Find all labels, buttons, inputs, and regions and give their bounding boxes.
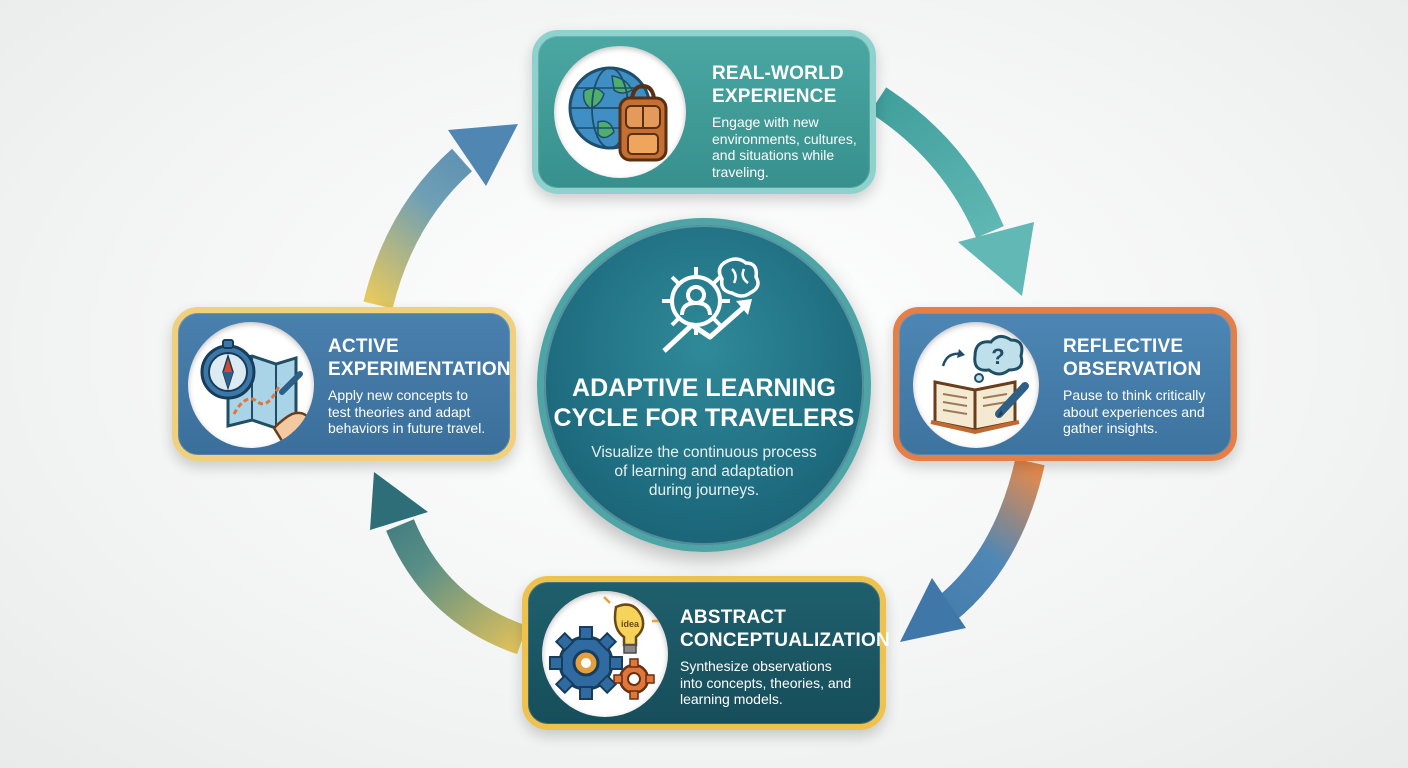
stage-card-reflective-observation: ? REFLECTIVE OBSERVATION Pause to think … [893, 307, 1237, 461]
icon-circle [188, 322, 314, 448]
arrow-head-1 [958, 222, 1034, 296]
diagram-description: Visualize the continuous process of lear… [591, 444, 817, 499]
compass-map-icon [200, 339, 314, 448]
arrow-active-to-real [363, 148, 473, 309]
stage-card-active-experimentation: ACTIVE EXPERIMENTATION Apply new concept… [172, 307, 516, 461]
arrow-head-2 [900, 578, 966, 642]
icon-circle: idea [542, 591, 668, 717]
stage-description: Pause to think critically about experien… [1063, 387, 1206, 436]
stage-title: REFLECTIVE OBSERVATION [1063, 336, 1202, 380]
arrow-head-4 [448, 124, 518, 186]
center-hub: ADAPTIVE LEARNING CYCLE FOR TRAVELERS Vi… [537, 218, 871, 552]
stage-title: ACTIVE EXPERIMENTATION [328, 336, 511, 380]
journal-thought-icon: ? [930, 335, 1029, 435]
stage-card-abstract-conceptualization: idea ABSTRACT CONCEPTUALIZATION Synthesi… [522, 576, 890, 730]
globe-backpack-icon [568, 66, 668, 162]
gear-brain-growth-icon [662, 257, 760, 353]
icon-circle [554, 46, 686, 178]
idea-label: idea [621, 619, 640, 629]
icon-circle: ? [913, 322, 1039, 448]
stage-card-real-world-experience: REAL-WORLD EXPERIENCE Engage with new en… [532, 30, 876, 194]
svg-text:?: ? [991, 344, 1004, 369]
stage-description: Engage with new environments, cultures, … [712, 114, 857, 180]
gears-lightbulb-icon: idea [549, 591, 660, 700]
arrow-abstract-to-active [386, 519, 528, 655]
stage-description: Synthesize observations into concepts, t… [680, 658, 852, 707]
stage-title: REAL-WORLD EXPERIENCE [712, 63, 844, 107]
arrow-head-3 [370, 472, 428, 530]
stage-description: Apply new concepts to test theories and … [328, 387, 486, 436]
stage-title: ABSTRACT CONCEPTUALIZATION [680, 607, 890, 651]
arrow-real-to-reflective [869, 87, 1004, 239]
diagram-title: ADAPTIVE LEARNING CYCLE FOR TRAVELERS [553, 374, 855, 432]
arrow-reflective-to-abstract [935, 458, 1045, 622]
